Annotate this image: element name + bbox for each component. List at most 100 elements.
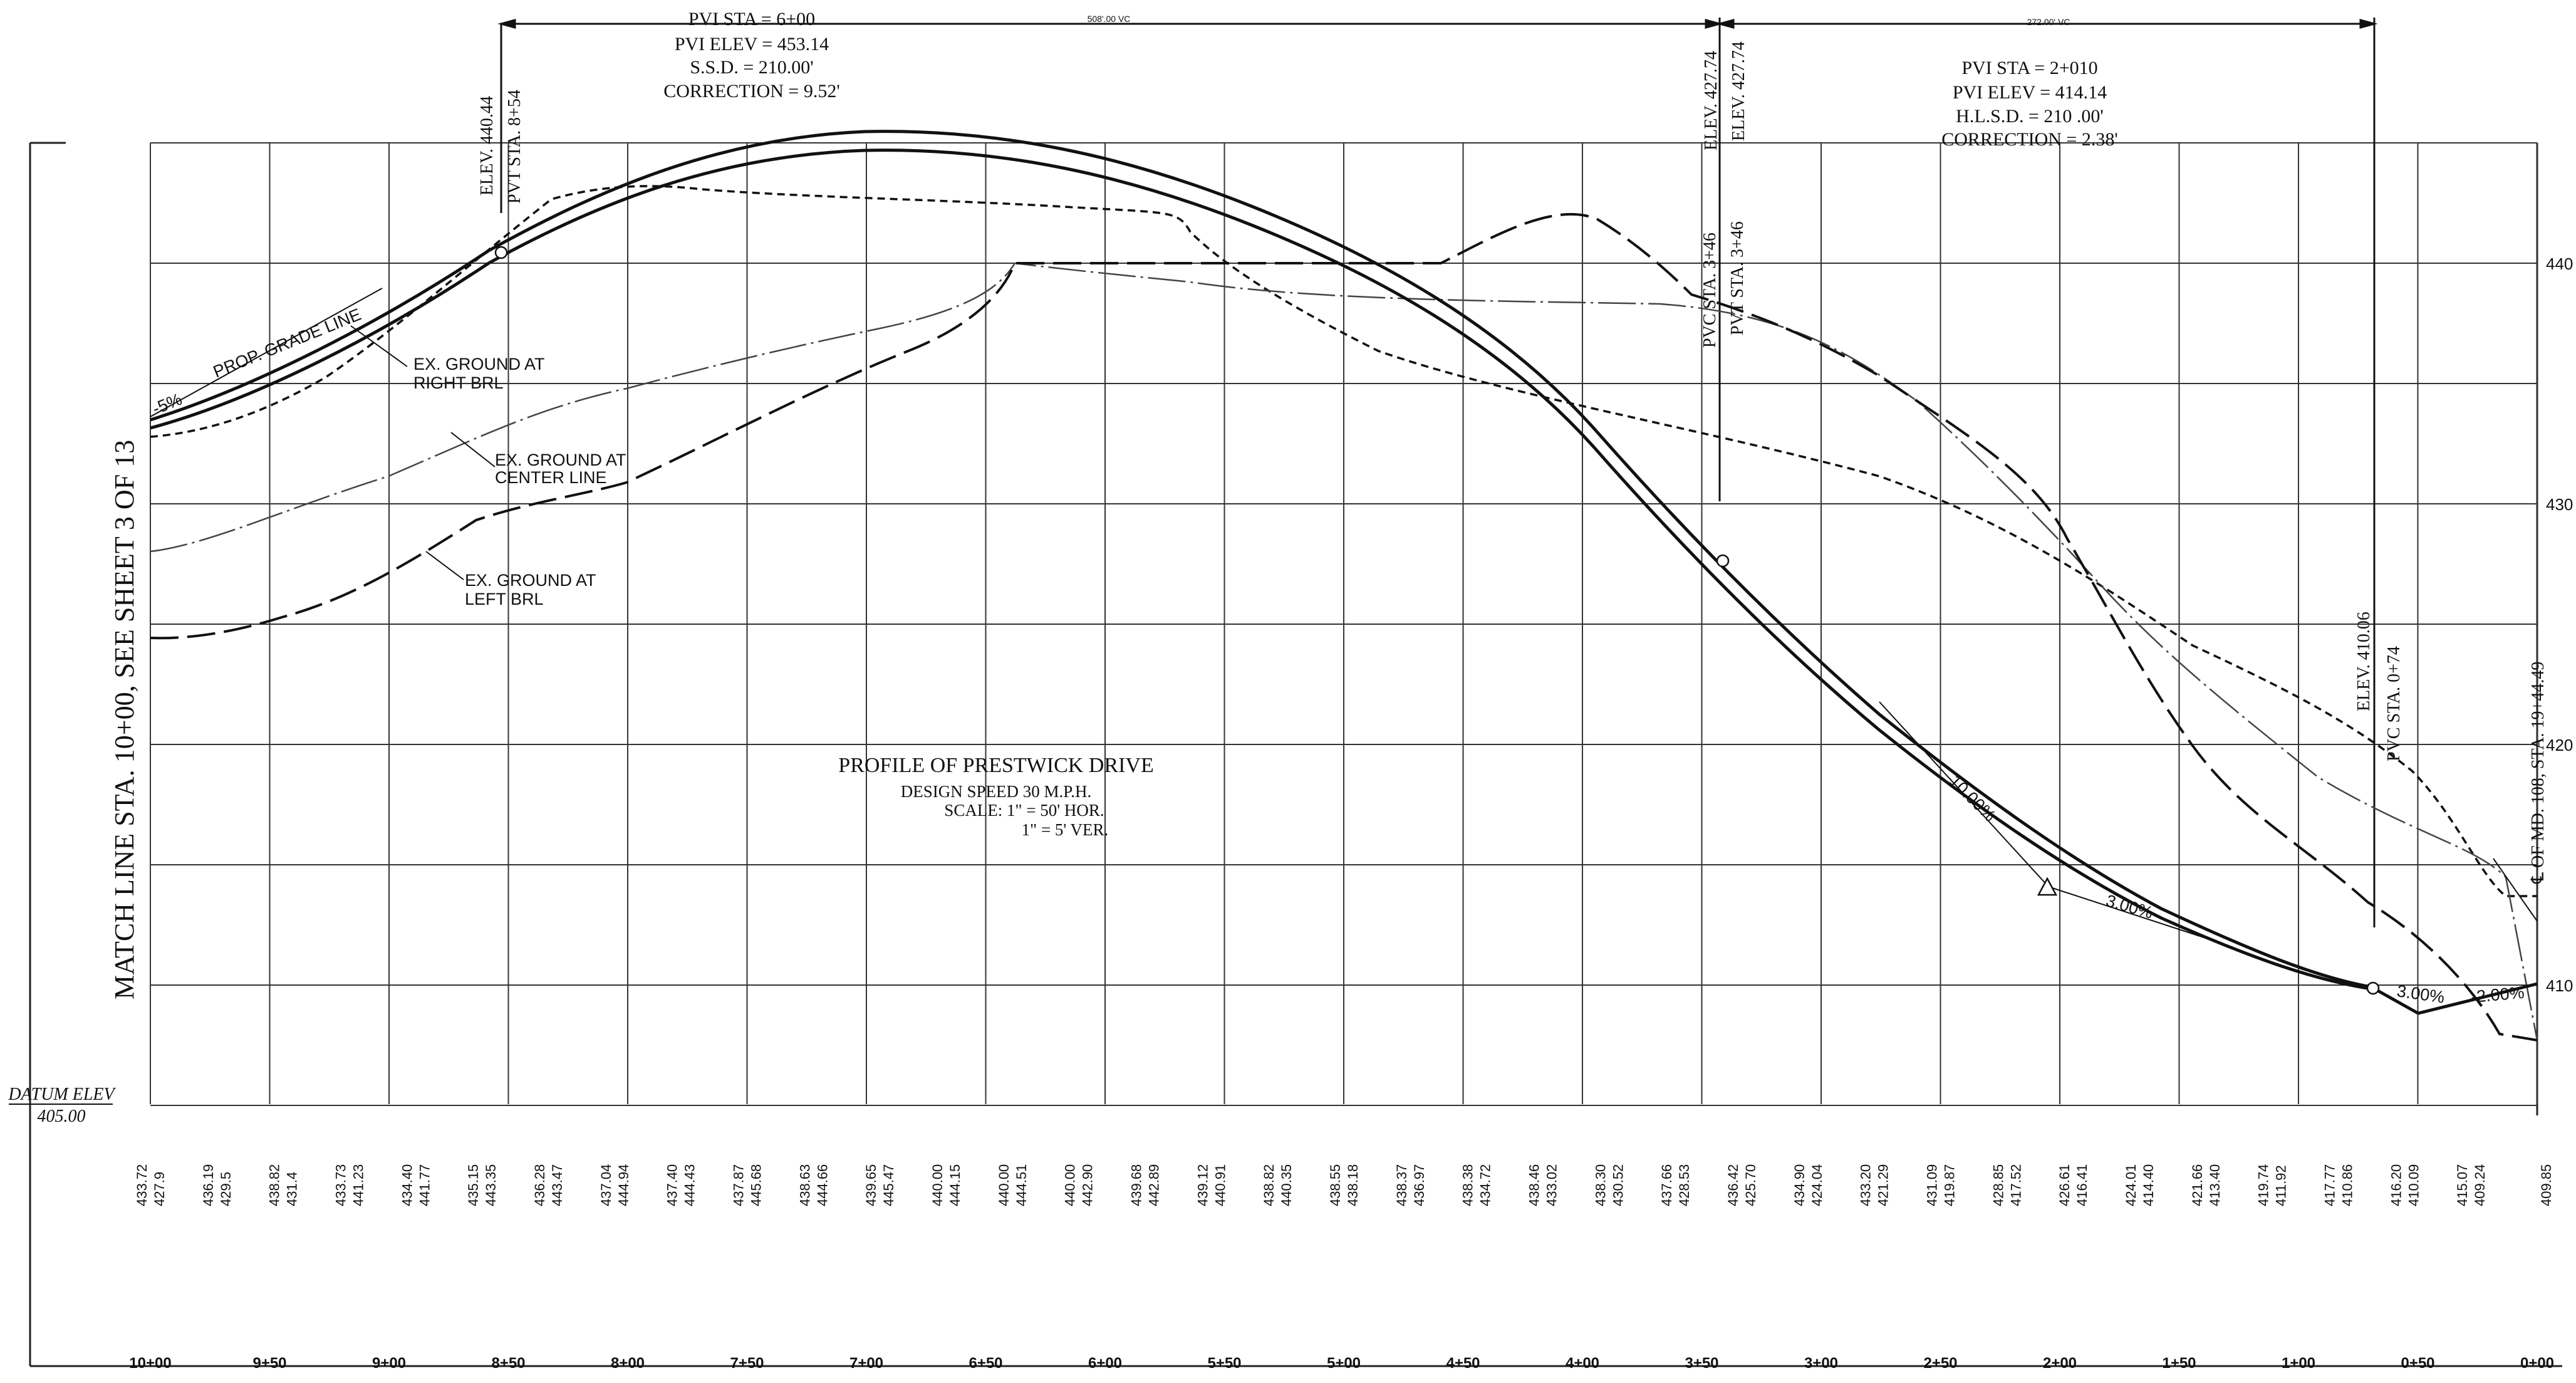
elevation-value-proposed: 444.15 [947, 1164, 963, 1206]
pvi-2-010-marker [2037, 877, 2058, 896]
elevation-value-proposed: 434.72 [1478, 1164, 1493, 1206]
vc-dimension-lines [497, 18, 2378, 927]
elevation-value-existing: 436.19 [200, 1164, 216, 1206]
station-label: 8+50 [491, 1355, 525, 1372]
elevation-value-proposed: 445.47 [881, 1164, 896, 1206]
pvi-left-sta: PVI STA = 6+00 [688, 9, 815, 29]
elevation-value-existing: 438.82 [1261, 1164, 1277, 1206]
pvt-8-54-marker [494, 246, 508, 259]
elevation-value-existing: 416.20 [2388, 1164, 2404, 1206]
station-label: 0+50 [2401, 1355, 2434, 1372]
ex-right-label-1: EX. GROUND AT [413, 355, 545, 373]
design-speed: DESIGN SPEED 30 M.P.H. [901, 782, 1092, 801]
label-leaders [350, 325, 2538, 922]
elevation-value-proposed: 409.24 [2472, 1164, 2488, 1206]
right-elevation-label: 430 [2546, 495, 2573, 514]
station-label: 2+50 [1923, 1355, 1957, 1372]
elevation-value-proposed: 444.43 [682, 1164, 698, 1206]
elevation-value-existing: 438.46 [1527, 1164, 1542, 1206]
elevation-value-existing: 415.07 [2454, 1164, 2470, 1206]
vc-right-length: 272.00' VC [2027, 17, 2070, 27]
pvi-left-elev: PVI ELEV = 453.14 [675, 34, 829, 55]
elevation-value-proposed: 433.02 [1544, 1164, 1560, 1206]
station-label: 7+50 [730, 1355, 764, 1372]
ex-center-label-2: CENTER LINE [495, 468, 607, 487]
ex-left-label-1: EX. GROUND AT [465, 571, 596, 590]
elevation-value-proposed: 444.51 [1014, 1164, 1029, 1206]
station-label: 6+50 [969, 1355, 1002, 1372]
elevation-value-existing: 426.61 [2057, 1164, 2072, 1206]
elevation-value-existing: 438.37 [1394, 1164, 1410, 1206]
grade-3a-label: 3.00% [2104, 891, 2155, 922]
elevation-value-proposed: 416.41 [2074, 1164, 2090, 1206]
elevation-value-proposed: 442.90 [1080, 1164, 1096, 1206]
pvc-right-sta: PVC STA. 0+74 [2384, 646, 2404, 761]
elevation-value-existing: 433.72 [134, 1164, 150, 1206]
elevation-value-proposed: 419.87 [1942, 1164, 1958, 1206]
scale-horizontal: SCALE: 1" = 50' HOR. [944, 801, 1104, 820]
pvt-left-elev: ELEV. 440.44 [477, 96, 497, 196]
elevation-value-proposed: 411.92 [2273, 1165, 2289, 1206]
elevation-value-proposed: 425.70 [1743, 1164, 1758, 1206]
elevation-value-proposed: 440.91 [1212, 1164, 1228, 1206]
elevation-value-proposed: 444.66 [814, 1164, 830, 1206]
elevation-value-existing: 437.04 [598, 1164, 614, 1206]
elevation-value-existing: 437.40 [665, 1164, 680, 1206]
elevation-value-existing: 438.82 [267, 1164, 283, 1206]
pvi-right-hlsd: H.L.S.D. = 210 .00' [1956, 106, 2104, 127]
prop-grade-label: PROP. GRADE LINE [210, 305, 364, 381]
elevation-value-existing: 437.87 [731, 1164, 747, 1206]
station-label: 1+00 [2282, 1355, 2315, 1372]
elevation-value-existing: 437.66 [1659, 1164, 1675, 1206]
datum-label: DATUM ELEV [8, 1085, 116, 1104]
elevation-value-existing: 438.55 [1327, 1164, 1343, 1206]
station-label: 6+00 [1088, 1355, 1122, 1372]
ex-ground-left-brl-line [150, 212, 2538, 1041]
ex-right-label-2: RIGHT BRL [413, 373, 504, 392]
grade-3-tangent [2048, 886, 2212, 941]
profile-title: PROFILE OF PRESTWICK DRIVE [838, 754, 1153, 777]
line-labels: PROP. GRADE LINE -5% EX. GROUND AT RIGHT… [150, 305, 2525, 1006]
elevation-value-existing: 434.90 [1792, 1164, 1807, 1206]
elevation-value-existing: 438.38 [1460, 1164, 1476, 1206]
elevation-value-proposed: 413.40 [2207, 1164, 2223, 1206]
elevation-value-existing: 439.68 [1129, 1164, 1145, 1206]
station-label: 9+50 [252, 1355, 286, 1372]
station-label: 7+00 [849, 1355, 883, 1372]
station-label: 10+00 [129, 1355, 171, 1372]
elevation-value-proposed: 438.18 [1345, 1164, 1361, 1206]
elevation-value-existing: 440.00 [1062, 1164, 1078, 1206]
elevation-value-existing: 421.66 [2189, 1164, 2205, 1206]
pvc-0-74-marker [2366, 981, 2380, 995]
ex-left-label-2: LEFT BRL [465, 590, 544, 608]
ex-center-label-1: EX. GROUND AT [495, 451, 626, 469]
profile-title-block: PROFILE OF PRESTWICK DRIVE DESIGN SPEED … [838, 754, 1153, 839]
station-label: 3+00 [1804, 1355, 1838, 1372]
pvi-right-correction: CORRECTION = 2.38' [1941, 129, 2118, 150]
elevation-value-proposed: 436.97 [1411, 1164, 1427, 1206]
elevation-value-proposed: 427.9 [152, 1172, 167, 1206]
elevation-value-proposed: 414.40 [2141, 1164, 2156, 1206]
elevation-value-existing: 431.09 [1924, 1164, 1940, 1206]
match-line-label: MATCH LINE STA. 10+00, SEE SHEET 3 OF 13 [109, 440, 140, 999]
elevation-value-existing: 438.30 [1592, 1164, 1608, 1206]
pvc-right-elev: ELEV. 410.06 [2354, 612, 2374, 711]
mid-elev-b: ELEV. 427.74 [1729, 41, 1748, 141]
grade-left-tangent [150, 288, 383, 417]
profile-grid [150, 142, 2538, 1106]
elevation-value-existing: 417.77 [2322, 1164, 2338, 1206]
ex-ground-right-brl-line [150, 185, 2537, 897]
pvi-right-elev: PVI ELEV = 414.14 [1953, 82, 2107, 103]
elevation-value-proposed: 444.94 [616, 1164, 631, 1206]
elevation-value-existing: 435.15 [465, 1164, 481, 1206]
pvi-right-sta: PVI STA = 2+010 [1961, 58, 2097, 78]
grade-point-markers [494, 246, 2380, 995]
pvi-left-ssd: S.S.D. = 210.00' [690, 57, 813, 78]
elevation-value-proposed: 421.29 [1876, 1164, 1891, 1206]
pvi-right-block: PVI STA = 2+010 PVI ELEV = 414.14 H.L.S.… [1941, 58, 2118, 150]
pvc-3-46-marker [1716, 554, 1730, 568]
